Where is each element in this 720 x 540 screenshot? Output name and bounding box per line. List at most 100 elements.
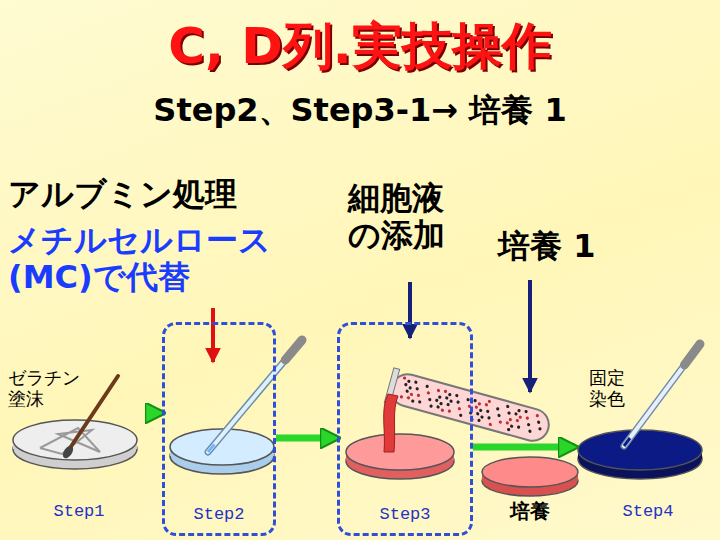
cell-dot xyxy=(457,407,461,411)
pointer-arrow xyxy=(211,308,215,362)
flow-arrow xyxy=(276,435,337,442)
step-box: Step2 xyxy=(162,322,276,536)
subtitle: Step2、Step3-1→ 培養 1 xyxy=(0,92,720,129)
step-label: Step1 xyxy=(5,502,153,522)
test-tube xyxy=(384,368,553,447)
cell-dot xyxy=(515,419,519,423)
cell-dot xyxy=(418,400,422,404)
cell-dot xyxy=(455,394,459,398)
pipette-bulb xyxy=(285,340,302,360)
annotation: アルブミン処理 xyxy=(8,176,338,213)
cell-dot xyxy=(487,416,491,420)
cell-dot xyxy=(477,418,481,422)
cell-dot xyxy=(429,404,433,408)
cell-dot xyxy=(437,389,441,393)
cell-dot xyxy=(496,407,500,411)
step-note: 固定 染色 xyxy=(589,368,633,409)
dish-top xyxy=(346,434,454,470)
cell-dot xyxy=(456,400,460,404)
dish-label: 培養 xyxy=(490,500,570,523)
cell-dot xyxy=(425,384,429,388)
pipette-glass xyxy=(624,344,700,446)
step-label: Step4 xyxy=(575,502,720,522)
title: C, D列.実技操作 xyxy=(0,18,720,76)
cell-dot xyxy=(497,414,501,418)
flow-arrow xyxy=(473,444,575,451)
cell-dot xyxy=(399,395,403,399)
cell-dot xyxy=(466,398,470,402)
cell-dot xyxy=(507,411,511,415)
cell-dot xyxy=(439,402,443,406)
cell-dot xyxy=(477,402,481,406)
step-label: Step2 xyxy=(165,505,273,525)
dish-group xyxy=(13,420,702,496)
cell-dot xyxy=(498,420,502,424)
step-label: Step3 xyxy=(340,505,470,525)
cell-dot xyxy=(427,391,431,395)
cell-dot xyxy=(535,414,539,418)
cell-dot xyxy=(444,389,448,393)
cell-dot xyxy=(448,393,452,397)
cell-dot xyxy=(505,421,509,425)
cell-dot xyxy=(414,380,418,384)
cell-dot xyxy=(506,404,510,408)
dish-top xyxy=(482,457,578,487)
cell-dot xyxy=(524,410,528,414)
cell-dot xyxy=(537,420,541,424)
pipette-tip xyxy=(624,438,630,446)
petri-dish xyxy=(578,430,702,479)
step-region: ゼラチン 塗沫 Step1 xyxy=(5,366,153,526)
cell-dot xyxy=(514,412,518,416)
cell-dot xyxy=(487,399,491,403)
cell-dot xyxy=(517,425,521,429)
step-note: ゼラチン 塗沫 xyxy=(8,368,88,409)
cell-dot xyxy=(527,423,531,427)
cell-dot xyxy=(459,413,463,417)
cell-dot xyxy=(474,405,478,409)
cell-dot xyxy=(486,409,490,413)
cell-dot xyxy=(406,396,410,400)
petri-dish xyxy=(482,457,578,496)
cell-dot xyxy=(507,428,511,432)
cell-dot xyxy=(538,427,542,431)
brush-tip xyxy=(61,444,75,460)
cell-dot xyxy=(479,408,483,412)
cell-dot xyxy=(446,403,450,407)
pipette-bulb xyxy=(684,344,700,365)
dish-top xyxy=(578,430,702,470)
cell-dot xyxy=(404,383,408,387)
pipette-fill xyxy=(624,344,700,446)
cell-dot xyxy=(416,393,420,397)
petri-dish xyxy=(346,434,454,479)
cell-dot xyxy=(436,405,440,409)
cell-dot xyxy=(528,429,532,433)
cell-dot xyxy=(484,403,488,407)
cell-dot xyxy=(447,409,451,413)
annotation: 培養 1 xyxy=(498,228,628,265)
annotation: メチルセルロース (MC)で代替 xyxy=(8,222,298,296)
cell-dot xyxy=(409,393,413,397)
cell-dot xyxy=(480,415,484,419)
annotation: 細胞液 の添加 xyxy=(348,180,456,254)
cell-dot xyxy=(476,412,480,416)
flow-arrow xyxy=(153,410,162,417)
tool-group xyxy=(61,340,700,460)
cell-dot xyxy=(510,424,514,428)
petri-dish xyxy=(13,420,137,469)
cell-dot xyxy=(517,409,521,413)
cell-dot xyxy=(438,395,442,399)
cell-dot xyxy=(445,396,449,400)
pointer-arrow xyxy=(408,282,412,338)
cell-dot xyxy=(408,386,412,390)
cell-dot xyxy=(428,398,432,402)
cell-dot xyxy=(411,399,415,403)
cell-dot xyxy=(508,418,512,422)
pouring-stream xyxy=(384,394,398,452)
cell-dot xyxy=(403,376,407,380)
step-region: 固定 染色 Step4 xyxy=(575,366,720,526)
cell-dot xyxy=(525,416,529,420)
cell-dot xyxy=(435,398,439,402)
cell-dot xyxy=(518,415,522,419)
cell-dot xyxy=(405,389,409,393)
